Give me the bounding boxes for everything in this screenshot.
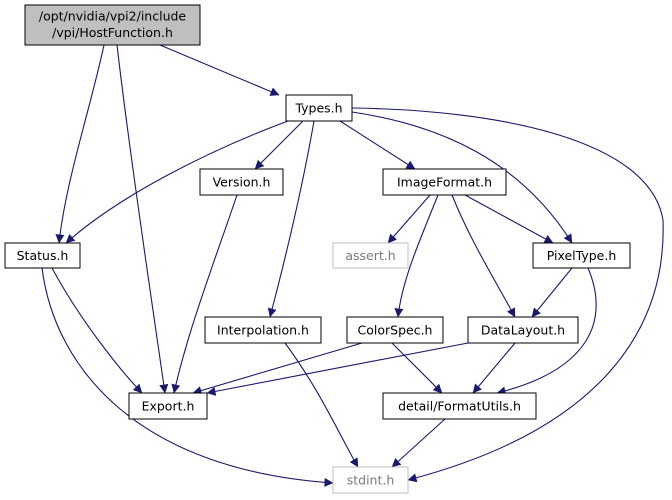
node-datalayout[interactable]: DataLayout.h [467,316,579,344]
edge-imageformat-datalayout [451,194,516,318]
edge-colorspec-formatutils [391,342,443,394]
edge-types-interpolation [267,120,315,318]
edge-interpolation-stdint [284,342,359,468]
nodes-layer: /opt/nvidia/vpi2/include /vpi/HostFuncti… [4,4,631,494]
edge-imageformat-colorspec [394,194,439,318]
node-hostfunction[interactable]: /opt/nvidia/vpi2/include /vpi/HostFuncti… [24,4,201,46]
node-formatutils[interactable]: detail/FormatUtils.h [382,392,537,420]
edge-imageformat-assert [387,194,431,244]
node-interpolation[interactable]: Interpolation.h [204,316,322,344]
edge-formatutils-stdint [391,418,446,468]
node-types-label: Types.h [294,101,342,116]
edge-types-stdint [351,107,664,483]
node-export-label: Export.h [142,399,195,414]
node-datalayout-label: DataLayout.h [481,323,565,338]
node-version-label: Version.h [213,175,271,190]
edge-pixeltype-formatutils [496,267,597,396]
node-colorspec[interactable]: ColorSpec.h [346,316,444,344]
node-hostfunction-line-1: /opt/nvidia/vpi2/include [39,9,187,24]
edge-datalayout-export [206,342,469,396]
node-version[interactable]: Version.h [199,168,284,196]
edge-types-status [65,120,289,244]
edge-imageformat-pixeltype [464,194,554,244]
node-assert[interactable]: assert.h [332,242,409,269]
edges-layer [41,44,664,487]
edge-hostfunction-types [159,44,280,96]
edge-status-export [51,267,143,394]
node-colorspec-label: ColorSpec.h [358,323,433,338]
edge-datalayout-formatutils [472,342,516,394]
node-assert-label: assert.h [345,248,395,263]
node-stdint[interactable]: stdint.h [332,466,409,494]
node-export[interactable]: Export.h [128,392,208,420]
edge-hostfunction-export [116,44,169,394]
edge-status-stdint [41,267,334,487]
edge-types-version [254,120,304,170]
node-imageformat[interactable]: ImageFormat.h [382,168,507,196]
node-formatutils-label: detail/FormatUtils.h [398,399,521,414]
node-pixeltype-label: PixelType.h [547,248,617,263]
edge-pixeltype-datalayout [531,267,573,318]
edge-colorspec-export [192,342,363,395]
edge-hostfunction-status [55,44,105,244]
node-pixeltype[interactable]: PixelType.h [532,242,631,269]
node-interpolation-label: Interpolation.h [217,323,309,338]
node-stdint-label: stdint.h [347,473,395,488]
edge-types-pixeltype [351,111,573,244]
edge-types-imageformat [339,120,416,170]
node-imageformat-label: ImageFormat.h [397,175,492,190]
edge-version-export [171,194,238,394]
node-status[interactable]: Status.h [4,242,81,269]
node-hostfunction-line-2: /vpi/HostFunction.h [52,25,173,40]
node-types[interactable]: Types.h [285,94,353,122]
node-status-label: Status.h [17,248,69,263]
